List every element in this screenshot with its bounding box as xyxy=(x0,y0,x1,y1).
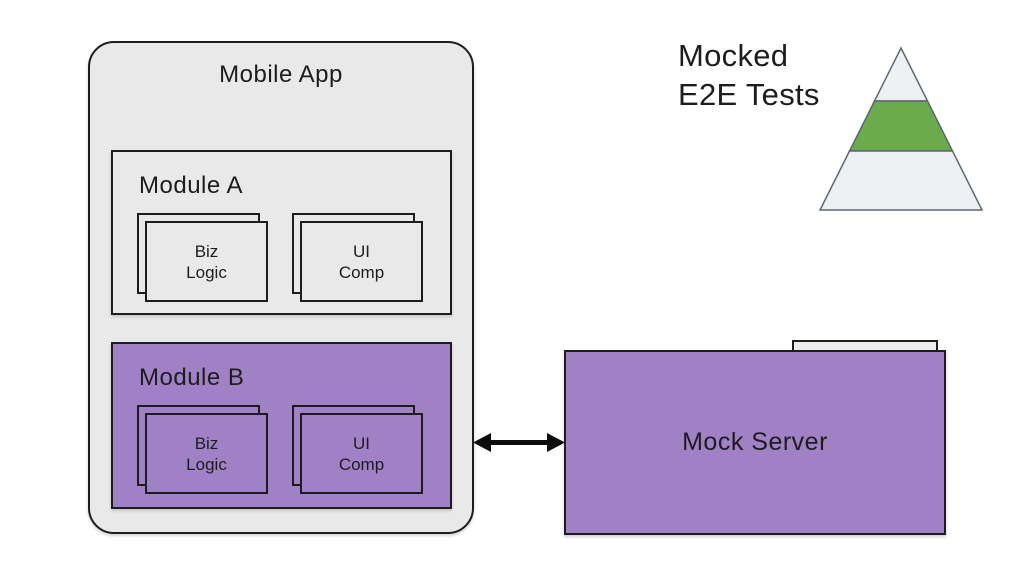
heading-line-2: E2E Tests xyxy=(678,77,820,112)
mocked-e2e-tests-heading: Mocked E2E Tests xyxy=(678,36,820,114)
pyramid-bottom-section xyxy=(818,150,984,211)
mock-server-label: Mock Server xyxy=(682,428,828,456)
module-a-box: Module A Biz Logic UI Comp xyxy=(111,150,452,315)
card-line: UI xyxy=(353,241,370,261)
pyramid-top-section xyxy=(873,46,929,102)
pyramid-middle-section-highlighted xyxy=(848,100,954,152)
module-b-box: Module B Biz Logic UI Comp xyxy=(111,342,452,509)
module-b-label: Module B xyxy=(139,364,245,391)
mobile-app-box: Mobile App Module A Biz Logic UI Comp M xyxy=(88,41,474,534)
card-line: Biz xyxy=(194,433,219,453)
module-b-ui-comp-stack: UI Comp xyxy=(292,405,423,494)
card-line: Biz xyxy=(194,241,219,261)
ui-comp-card: UI Comp xyxy=(300,413,423,494)
heading-line-1: Mocked xyxy=(678,38,789,73)
mock-server-box: Mock Server xyxy=(564,350,946,535)
module-b-biz-logic-stack: Biz Logic xyxy=(137,405,268,494)
card-line: Comp xyxy=(338,262,385,282)
card-line: Logic xyxy=(186,262,227,282)
test-pyramid-icon xyxy=(818,46,984,211)
biz-logic-card: Biz Logic xyxy=(145,221,268,302)
module-a-label: Module A xyxy=(139,172,244,199)
ui-comp-card: UI Comp xyxy=(300,221,423,302)
card-line: UI xyxy=(353,433,370,453)
mobile-app-title: Mobile App xyxy=(219,61,343,88)
biz-logic-card: Biz Logic xyxy=(145,413,268,494)
card-line: Logic xyxy=(186,454,227,474)
module-a-biz-logic-stack: Biz Logic xyxy=(137,213,268,302)
card-line: Comp xyxy=(338,454,385,474)
double-headed-arrow-icon xyxy=(473,433,565,452)
module-a-ui-comp-stack: UI Comp xyxy=(292,213,423,302)
